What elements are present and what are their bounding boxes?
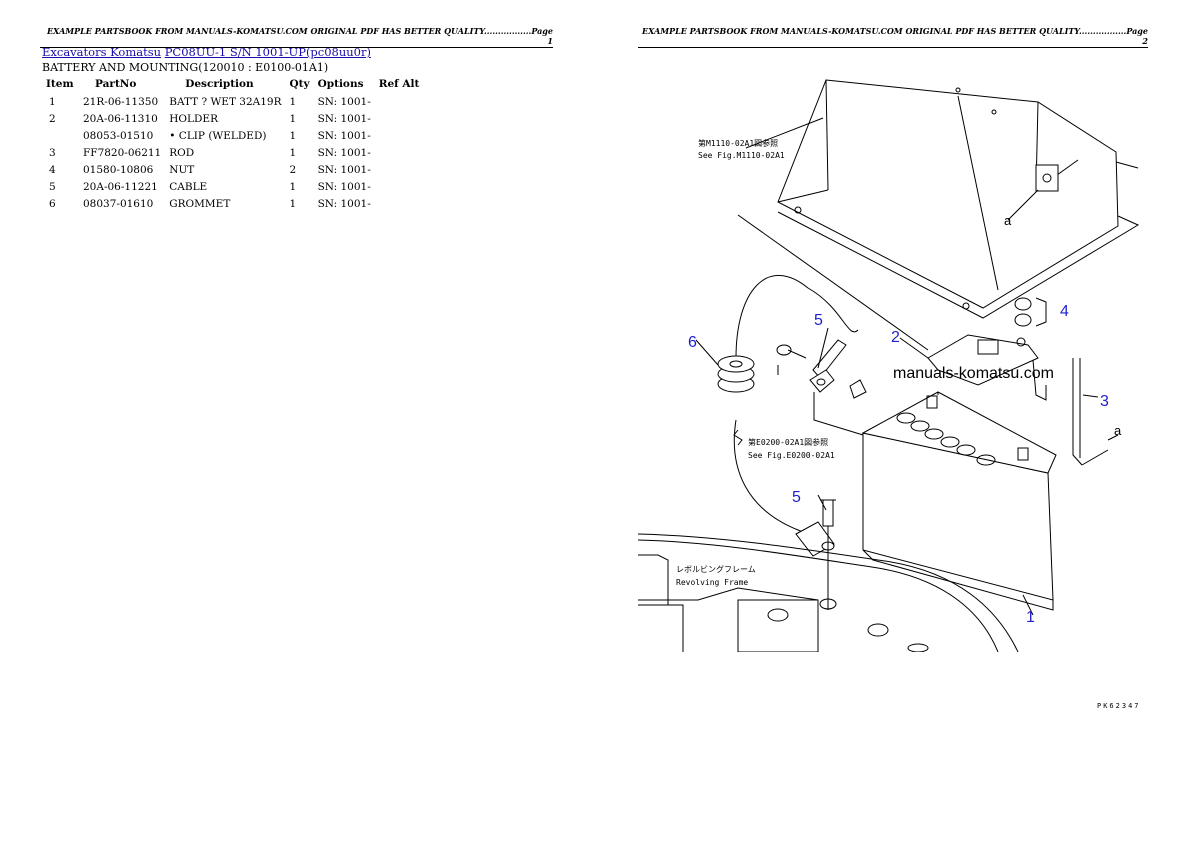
cell-refalt xyxy=(375,178,424,195)
callout-1: 1 xyxy=(1026,609,1035,626)
cell-qty: 1 xyxy=(289,95,297,108)
cell-options: SN: 1001- xyxy=(317,163,371,176)
cell-partno: 01580-10806 xyxy=(83,163,154,176)
cell-options: SN: 1001- xyxy=(317,112,371,125)
column-header-item: Item xyxy=(46,78,74,90)
reference-note-cover-jp: 第M1110-02A1図参照 xyxy=(698,138,778,148)
column-header-partno: PartNo xyxy=(95,78,137,90)
callout-3: 3 xyxy=(1100,393,1109,410)
reference-note-cable-jp: 第E0200-02A1図参照 xyxy=(748,437,828,447)
cell-qty: 2 xyxy=(289,163,297,176)
cell-refalt xyxy=(375,93,424,110)
watermark: manuals-komatsu.com xyxy=(893,365,1054,382)
cable-terminal-upper xyxy=(776,339,867,436)
cell-qty: 1 xyxy=(289,146,297,159)
callout-2: 2 xyxy=(891,329,900,346)
cable-terminal-lower xyxy=(795,499,837,610)
cell-description: HOLDER xyxy=(169,112,218,125)
table-row: 4 01580-10806 NUT 2 SN: 1001- xyxy=(42,161,423,178)
reference-letter-a-lower: a xyxy=(1114,423,1122,438)
cell-item xyxy=(42,127,79,144)
table-header-row: Item PartNo Description Qty Options Ref … xyxy=(42,77,423,93)
cell-description: • CLIP (WELDED) xyxy=(169,129,267,142)
frame-label-en: Revolving Frame xyxy=(676,578,748,587)
cell-options: SN: 1001- xyxy=(317,197,371,210)
table-row: 1 21R-06-11350 BATT ? WET 32A19R 1 SN: 1… xyxy=(42,93,423,110)
table-row: 6 08037-01610 GROMMET 1 SN: 1001- xyxy=(42,195,423,212)
breadcrumb: Excavators Komatsu PC08UU-1 S/N 1001-UP(… xyxy=(42,45,371,59)
cell-refalt xyxy=(375,144,424,161)
cell-refalt xyxy=(375,110,424,127)
cell-item: 5 xyxy=(49,180,56,193)
cell-item: 4 xyxy=(49,163,56,176)
grommet xyxy=(717,355,755,393)
cell-partno: 20A-06-11221 xyxy=(83,180,158,193)
cell-qty: 1 xyxy=(289,197,297,210)
column-header-description: Description xyxy=(185,78,254,90)
cell-options: SN: 1001- xyxy=(317,95,371,108)
cell-partno: FF7820-06211 xyxy=(83,146,162,159)
cell-description: GROMMET xyxy=(169,197,231,210)
callout-4: 4 xyxy=(1060,303,1069,320)
cell-refalt xyxy=(375,127,424,144)
cell-description: CABLE xyxy=(169,180,208,193)
table-row: 2 20A-06-11310 HOLDER 1 SN: 1001- xyxy=(42,110,423,127)
cell-partno: 21R-06-11350 xyxy=(83,95,159,108)
parts-table: Item PartNo Description Qty Options Ref … xyxy=(42,77,423,212)
holder-bracket xyxy=(927,334,1047,401)
page-header-2: EXAMPLE PARTSBOOK FROM MANUALS-KOMATSU.C… xyxy=(638,26,1148,48)
page-header-1: EXAMPLE PARTSBOOK FROM MANUALS-KOMATSU.C… xyxy=(40,26,553,48)
callout-5-upper: 5 xyxy=(814,312,823,329)
cell-partno: 20A-06-11310 xyxy=(83,112,158,125)
reference-note-cable-en: See Fig.E0200-02A1 xyxy=(748,451,835,460)
breadcrumb-link-model[interactable]: PC08UU-1 S/N 1001-UP(pc08uu0r) xyxy=(164,45,371,59)
section-title: BATTERY AND MOUNTING(120010 : E0100-01A1… xyxy=(42,61,329,74)
cell-partno: 08037-01610 xyxy=(83,197,154,210)
cell-partno: 08053-01510 xyxy=(83,129,154,142)
cell-item: 3 xyxy=(49,146,56,159)
breadcrumb-link-excavators[interactable]: Excavators Komatsu xyxy=(42,45,162,59)
cell-qty: 1 xyxy=(289,180,297,193)
battery xyxy=(861,391,1057,611)
cell-item: 6 xyxy=(49,197,56,210)
cell-qty: 1 xyxy=(289,129,297,142)
callout-6: 6 xyxy=(688,334,697,351)
cell-item: 2 xyxy=(49,112,56,125)
cover-panel xyxy=(777,79,1140,319)
rod xyxy=(1072,358,1109,466)
cell-refalt xyxy=(375,161,424,178)
callout-5-lower: 5 xyxy=(792,489,801,506)
table-row: 3 FF7820-06211 ROD 1 SN: 1001- xyxy=(42,144,423,161)
cell-options: SN: 1001- xyxy=(317,146,371,159)
reference-note-cover-en: See Fig.M1110-02A1 xyxy=(698,151,785,160)
column-header-refalt: Ref Alt xyxy=(378,78,420,90)
reference-letter-a-upper: a xyxy=(1004,213,1012,228)
table-row: 08053-01510 • CLIP (WELDED) 1 SN: 1001- xyxy=(42,127,423,144)
cell-qty: 1 xyxy=(289,112,297,125)
nuts xyxy=(1014,297,1047,327)
cell-options: SN: 1001- xyxy=(317,129,371,142)
cell-description: ROD xyxy=(169,146,195,159)
cell-description: BATT ? WET 32A19R xyxy=(169,95,282,108)
page-code: PK62347 xyxy=(1097,702,1141,710)
column-header-qty: Qty xyxy=(289,78,310,90)
cell-description: NUT xyxy=(169,163,195,176)
cell-options: SN: 1001- xyxy=(317,180,371,193)
revolving-frame xyxy=(638,533,1019,652)
cell-refalt xyxy=(375,195,424,212)
leader-lines xyxy=(695,117,1119,616)
cell-item: 1 xyxy=(49,95,56,108)
parts-diagram: 第M1110-02A1図参照 See Fig.M1110-02A1 第E0200… xyxy=(638,79,1140,652)
table-row: 5 20A-06-11221 CABLE 1 SN: 1001- xyxy=(42,178,423,195)
frame-label-jp: レボルビングフレーム xyxy=(676,564,756,574)
column-header-options: Options xyxy=(317,78,364,90)
